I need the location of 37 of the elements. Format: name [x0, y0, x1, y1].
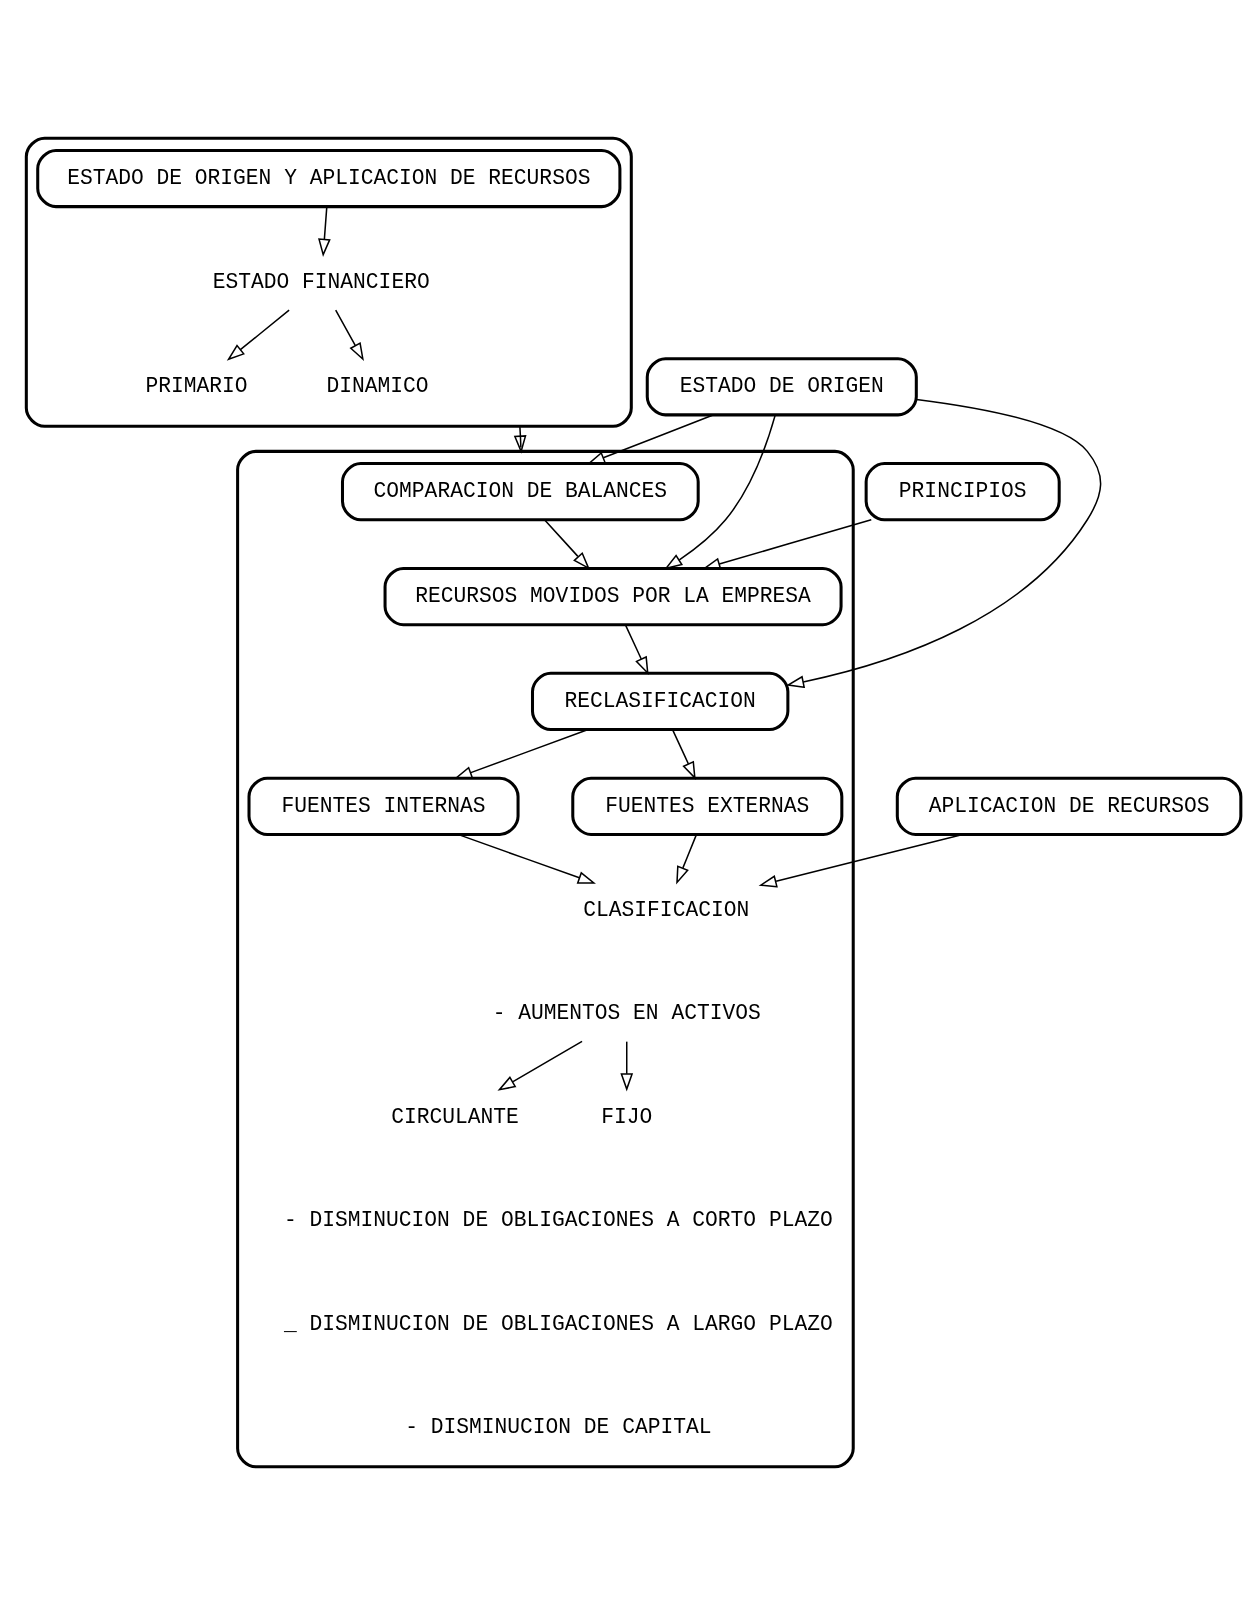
node-text: PRIMARIO — [145, 373, 248, 398]
arrow — [497, 1040, 583, 1091]
arrow — [586, 413, 714, 464]
node-text: ESTADO FINANCIERO — [212, 269, 430, 294]
arrow — [457, 833, 596, 884]
cluster — [24, 136, 633, 428]
arrow — [454, 728, 589, 779]
label: _ DISMINUCION DE OBLIGACIONES A LARGO PLAZO — [283, 1311, 833, 1335]
node-box: COMPARACION DE BALANCES — [340, 461, 700, 521]
arrow — [676, 833, 698, 885]
node-box: RECURSOS MOVIDOS POR LA EMPRESA — [383, 566, 843, 626]
node-box: PRINCIPIOS — [864, 461, 1061, 521]
arrow — [620, 1040, 634, 1091]
arrow — [513, 425, 527, 454]
node-text: DINAMICO — [326, 373, 429, 398]
arrow — [702, 518, 873, 570]
node-text: FIJO — [601, 1104, 653, 1129]
node-text: - AUMENTOS EN ACTIVOS — [492, 1000, 761, 1025]
arrow — [671, 728, 696, 780]
arrow — [543, 518, 591, 570]
arrow — [758, 833, 964, 887]
label: - DISMINUCION DE CAPITAL — [405, 1414, 712, 1439]
arrow — [664, 414, 776, 569]
node-box: RECLASIFICACION — [531, 671, 790, 731]
node-box: ESTADO DE ORIGEN — [645, 356, 918, 416]
arrow — [334, 308, 364, 361]
arrow — [226, 308, 290, 361]
node-box: ESTADO DE ORIGEN Y APLICACION DE RECURSOS — [36, 148, 622, 208]
arrow — [785, 398, 1102, 688]
node-box: FUENTES EXTERNAS — [571, 776, 844, 836]
arrow — [318, 205, 331, 257]
node-text: CLASIFICACION — [583, 897, 750, 922]
node-text: CIRCULANTE — [391, 1104, 519, 1129]
node-box: APLICACION DE RECURSOS — [895, 776, 1243, 836]
node-box: FUENTES INTERNAS — [247, 776, 520, 836]
arrow — [624, 623, 649, 675]
label: - DISMINUCION DE OBLIGACIONES A CORTO PLAZO — [283, 1207, 833, 1232]
